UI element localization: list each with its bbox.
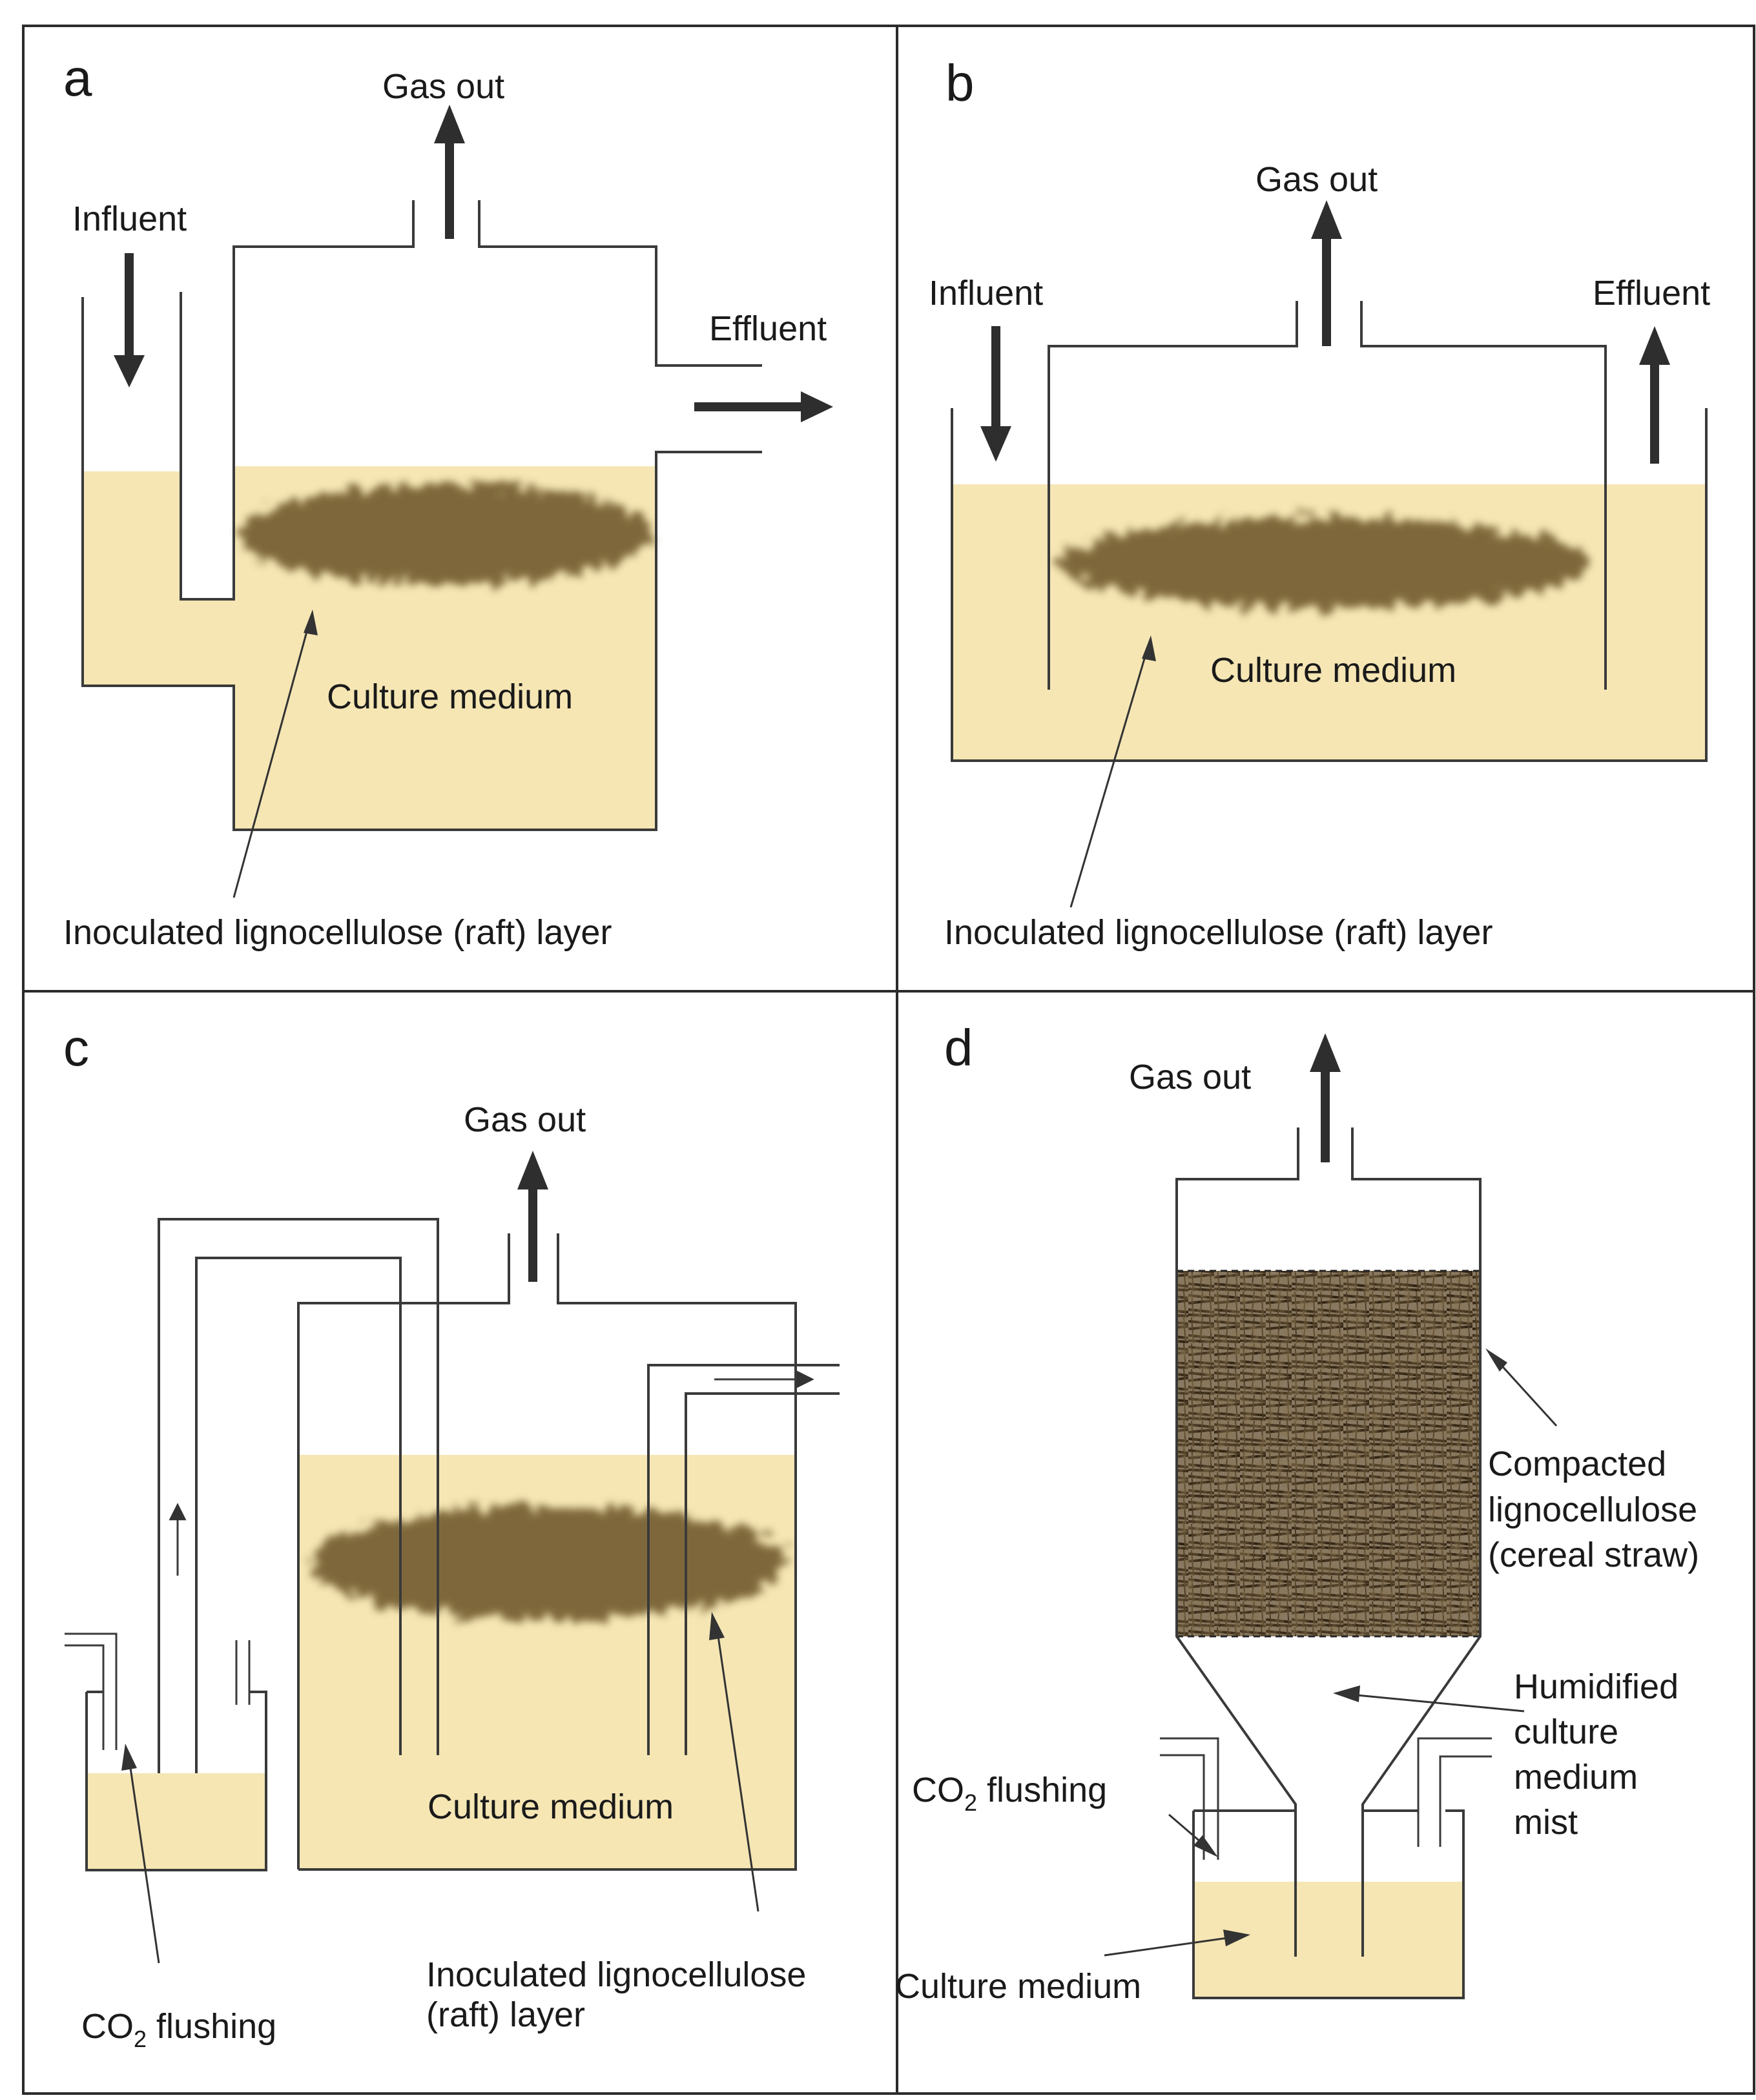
culture-medium-label: Culture medium — [428, 1787, 674, 1826]
effluent-port — [478, 200, 762, 367]
mist-label-line4: mist — [1514, 1803, 1578, 1842]
co2-leader-head-icon — [1193, 1835, 1218, 1857]
panel-b: b Gas out Influent Effluent Culture medi… — [929, 54, 1710, 952]
compacted-label-line1: Compacted — [1488, 1445, 1666, 1483]
panel-letter-a: a — [63, 49, 92, 107]
vessel-wall — [81, 297, 762, 831]
raft-layer — [239, 484, 652, 585]
raft-leader-line — [716, 1627, 759, 1912]
culture-medium-label: Culture medium — [1210, 651, 1456, 690]
inner-transfer-tube — [195, 1257, 402, 1773]
effluent-arrowhead-icon — [801, 391, 833, 422]
influent-arrowhead-icon — [980, 426, 1011, 462]
co2-flushing-label: CO2 flushing — [81, 2007, 276, 2052]
panel-a: a Gas out Influent Effluent Culture medi… — [63, 49, 833, 952]
raft-leader-head-icon — [304, 610, 318, 635]
panel-letter-c: c — [63, 1019, 89, 1076]
influent-arrowhead-icon — [114, 355, 145, 387]
right-partition — [1360, 301, 1607, 690]
raft-leader-line — [1069, 645, 1150, 908]
figure-border — [22, 25, 1755, 2095]
raft-layer-label: Inoculated lignocellulose (raft) layer — [944, 913, 1493, 952]
straw-leader-head-icon — [1485, 1348, 1507, 1372]
effluent-label: Effluent — [1593, 274, 1710, 313]
panel-d: d Gas out Compacted lignocellulose — [895, 1019, 1699, 2006]
raft-leader-head-icon — [709, 1612, 725, 1640]
culture-medium-label: Culture medium — [895, 1967, 1141, 2006]
panel-grid — [22, 25, 1755, 2095]
raft-layer-label: Inoculated lignocellulose (raft) layer — [63, 913, 612, 952]
panel-letter-d: d — [944, 1019, 973, 1076]
outlet-tube-outer — [1417, 1737, 1492, 1847]
culture-medium-label: Culture medium — [327, 677, 573, 716]
co2-inlet-tube-outer — [1160, 1737, 1219, 1860]
flask-wall — [1192, 1809, 1465, 1999]
flask-wall — [85, 1691, 267, 1871]
vessel-wall-right — [298, 1233, 797, 1871]
effluent-tube-inner — [685, 1392, 840, 1755]
mist-leader-head-icon — [1333, 1685, 1360, 1702]
mist-label-line3: medium — [1514, 1758, 1638, 1796]
compacted-label-line2: lignocellulose — [1488, 1490, 1697, 1529]
panel-c: c Gas out Culture medium — [63, 1019, 840, 2052]
left-partition — [1048, 301, 1298, 690]
mist-label-line1: Humidified — [1514, 1667, 1679, 1706]
gas-out-label: Gas out — [1255, 160, 1378, 199]
gas-out-arrowhead-icon — [1310, 1033, 1341, 1072]
panel-letter-b: b — [945, 54, 975, 112]
influent-label: Influent — [929, 274, 1043, 313]
raft-layer — [310, 1506, 788, 1620]
column-wall-right — [1351, 1127, 1482, 1957]
medium-leader-head-icon — [1223, 1930, 1250, 1946]
raft-layer-label-line2: (raft) layer — [426, 1995, 585, 2034]
effluent-tube-outer — [647, 1364, 840, 1755]
outlet-tube-inner — [1439, 1755, 1492, 1847]
effluent-arrowhead-icon — [1639, 326, 1670, 365]
vessel-wall — [951, 408, 1708, 762]
co2-inlet-tube-outer — [65, 1632, 118, 1750]
compacted-label-line3: (cereal straw) — [1488, 1536, 1699, 1574]
gas-out-arrowhead-icon — [434, 105, 465, 143]
gas-port — [438, 1233, 510, 1304]
co2-leader-head-icon — [121, 1744, 137, 1771]
mist-leader-line — [1349, 1693, 1525, 1713]
column-wall-left — [1175, 1127, 1299, 1957]
gas-out-label: Gas out — [464, 1100, 586, 1139]
raft-leader-line — [232, 619, 311, 898]
outer-transfer-tube — [158, 1218, 439, 1773]
influent-tube — [180, 200, 415, 601]
co2-flushing-label: CO2 flushing — [912, 1771, 1107, 1816]
gas-out-label: Gas out — [382, 67, 504, 106]
influent-label: Influent — [72, 200, 187, 238]
co2-inlet-tube-inner — [65, 1644, 105, 1750]
flask-medium-fill — [87, 1773, 266, 1870]
straw-texture-overlay — [1177, 1271, 1480, 1636]
gas-out-arrowhead-icon — [1311, 200, 1342, 239]
raft-layer-label-line1: Inoculated lignocellulose — [426, 1955, 806, 1994]
gas-out-arrowhead-icon — [517, 1151, 548, 1189]
co2-leader-line — [128, 1758, 160, 1964]
gas-out-label: Gas out — [1129, 1058, 1251, 1096]
medium-leader-line — [1104, 1936, 1233, 1957]
effluent-label: Effluent — [709, 309, 827, 348]
mist-label-line2: culture — [1514, 1713, 1618, 1751]
raft-leader-head-icon — [1142, 635, 1156, 661]
co2-inlet-tube-inner — [1160, 1754, 1205, 1860]
vessel-wall-left — [297, 1302, 438, 1869]
raft-layer — [1059, 518, 1589, 608]
